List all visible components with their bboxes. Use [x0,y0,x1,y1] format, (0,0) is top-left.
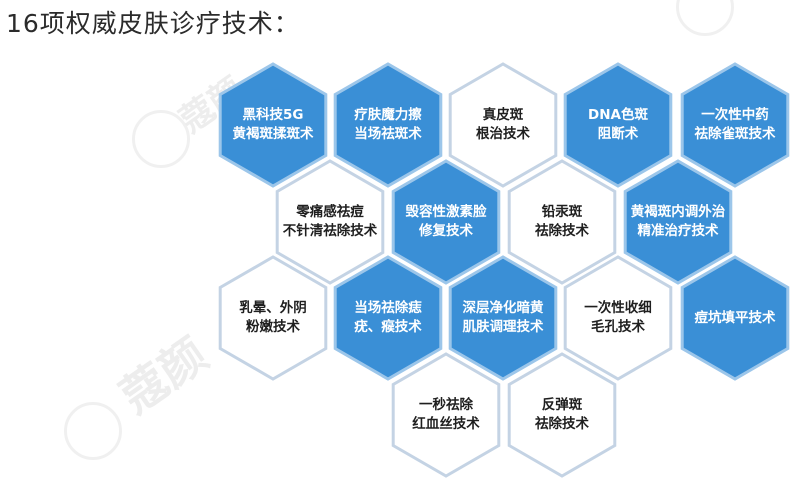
hexagon-tile [623,159,733,285]
hexagon-tile [275,159,385,285]
hexagon-tile [218,255,328,381]
hexagon-label-line: 疣、瘊技术 [354,319,422,335]
hexagon-label-line: 黄褐斑内调外治 [630,204,726,220]
hexagon-label: 真皮斑根治技术 [448,106,558,144]
hexagon-label-line: 祛除技术 [535,223,589,239]
hexagon-label-line: 祛除技术 [535,416,589,432]
hexagon-label: 一秒祛除红血丝技术 [391,396,501,434]
hexagon-label: 反弹斑祛除技术 [507,396,617,434]
watermark-logo-icon [132,110,190,168]
hexagon-label-line: 修复技术 [419,223,473,239]
hexagon-tile [218,62,328,188]
hexagon-tile [507,352,617,478]
hexagon-label-line: 当场祛除痣 [354,300,422,316]
hexagon-label-line: 真皮斑 [482,107,524,123]
hexagon-label: 黄褐斑内调外治精准治疗技术 [623,203,733,241]
hexagon-tile [391,159,501,285]
hexagon-label: 一次性中药祛除雀斑技术 [680,106,790,144]
hexagon-label-line: 深层净化暗黄 [462,300,544,316]
hexagon-label: 深层净化暗黄肌肤调理技术 [448,299,558,337]
hexagon-label-line: 一次性收细 [584,300,652,316]
hexagon-label: 一次性收细毛孔技术 [563,299,673,337]
hexagon-tile [448,255,558,381]
hexagon-label: 零痛感祛痘不针清祛除技术 [275,203,385,241]
hexagon-label-line: 粉嫩技术 [246,319,300,335]
hexagon-label: 乳晕、外阴粉嫩技术 [218,299,328,337]
hexagon-label-line: 毁容性激素脸 [405,204,487,220]
hexagon-label-line: 毛孔技术 [591,319,645,335]
hexagon-label: 铅汞斑祛除技术 [507,203,617,241]
hexagon-label-line: 精准治疗技术 [637,223,719,239]
hexagon-tile [680,62,790,188]
hexagon-label-line: 黄褐斑揉斑术 [232,126,314,142]
hexagon-label-line: 零痛感祛痘 [296,204,364,220]
hexagon-tile [563,62,673,188]
hexagon-tile [680,255,790,381]
hexagon-label-line: 一次性中药 [701,107,769,123]
page-title: 16项权威皮肤诊疗技术： [6,9,300,38]
hexagon-label: 当场祛除痣疣、瘊技术 [333,299,443,337]
hexagon-label-line: 红血丝技术 [412,416,480,432]
hexagon-label-line: 乳晕、外阴 [239,300,307,316]
hexagon-label: 疗肤魔力擦当场祛斑术 [333,106,443,144]
hexagon-label-line: 根治技术 [476,126,530,142]
hexagon-label-line: DNA色斑 [588,107,648,123]
hexagon-tile [391,352,501,478]
hexagon-tile [448,62,558,188]
watermark-logo-icon [64,402,122,460]
hexagon-label-line: 阻断术 [597,126,639,142]
hexagon-tile [333,255,443,381]
hexagon-label: 黑科技5G 黄褐斑揉斑术 [218,106,328,144]
hexagon-label-line: 痘坑填平技术 [694,309,776,326]
hexagon-label-line: 铅汞斑 [541,204,583,220]
hexagon-tile [333,62,443,188]
hexagon-label: 痘坑填平技术 [680,309,790,328]
hexagon-label-line: 不针清祛除技术 [282,223,378,239]
hexagon-label-line: 反弹斑 [541,397,583,413]
hexagon-label-line: 疗肤魔力擦 [354,107,422,123]
hexagon-tile [507,159,617,285]
hexagon-label-line: 祛除雀斑技术 [694,126,776,142]
hexagon-label-line: 一秒祛除 [419,397,473,413]
hexagon-label-line: 当场祛斑术 [354,126,422,142]
hexagon-label-line: 肌肤调理技术 [462,319,544,335]
hexagon-tile [563,255,673,381]
hexagon-label: DNA色斑阻断术 [563,106,673,144]
hexagon-label-line: 黑科技5G [242,107,304,123]
hexagon-label: 毁容性激素脸修复技术 [391,203,501,241]
